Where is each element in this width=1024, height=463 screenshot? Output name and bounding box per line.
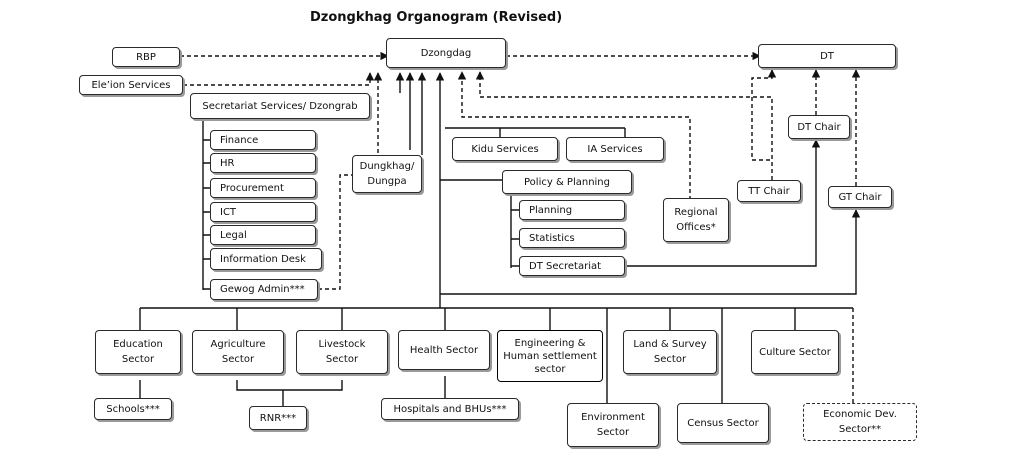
- dt-box: DT: [758, 44, 896, 68]
- land-survey-sector-box: Land & Survey Sector: [623, 330, 717, 374]
- regional-offices-box: Regional Offices*: [663, 198, 729, 242]
- engineering-sector-box: Engineering & Human settlement sector: [497, 330, 603, 382]
- planning-box: Planning: [519, 200, 625, 220]
- gewog-admin-box: Gewog Admin***: [210, 279, 318, 300]
- finance-box: Finance: [210, 130, 316, 150]
- census-sector-box: Census Sector: [677, 403, 769, 443]
- secretariat-services-box: Secretariat Services/ Dzongrab: [190, 93, 370, 119]
- procurement-box: Procurement: [210, 178, 316, 198]
- policy-planning-box: Policy & Planning: [502, 170, 632, 194]
- livestock-sector-box: Livestock Sector: [296, 330, 388, 374]
- education-sector-box: Education Sector: [95, 330, 181, 374]
- dt-secretariat-box: DT Secretariat: [519, 256, 625, 276]
- rnr-box: RNR***: [249, 406, 307, 430]
- tt-chair-box: TT Chair: [737, 180, 801, 202]
- legal-box: Legal: [210, 225, 316, 245]
- ia-services-box: IA Services: [566, 137, 664, 161]
- page-title: Dzongkhag Organogram (Revised): [310, 10, 563, 25]
- culture-sector-box: Culture Sector: [751, 330, 839, 374]
- hospitals-box: Hospitals and BHUs***: [381, 398, 519, 420]
- dzongdag-box: Dzongdag: [386, 38, 506, 68]
- gt-chair-box: GT Chair: [828, 186, 892, 208]
- ict-box: ICT: [210, 202, 316, 222]
- dt-chair-box: DT Chair: [788, 115, 850, 139]
- schools-box: Schools***: [94, 398, 172, 420]
- health-sector-box: Health Sector: [398, 330, 490, 370]
- statistics-box: Statistics: [519, 228, 625, 248]
- kidu-services-box: Kidu Services: [452, 137, 558, 161]
- election-services-box: Ele’ion Services: [79, 75, 183, 95]
- rbp-box: RBP: [112, 47, 180, 67]
- environment-sector-box: Environment Sector: [567, 403, 659, 447]
- agriculture-sector-box: Agriculture Sector: [192, 330, 284, 374]
- hr-box: HR: [210, 153, 316, 173]
- dungkhag-box: Dungkhag/ Dungpa: [352, 155, 422, 193]
- information-desk-box: Information Desk: [210, 248, 322, 270]
- economic-dev-sector-box: Economic Dev. Sector**: [803, 403, 917, 441]
